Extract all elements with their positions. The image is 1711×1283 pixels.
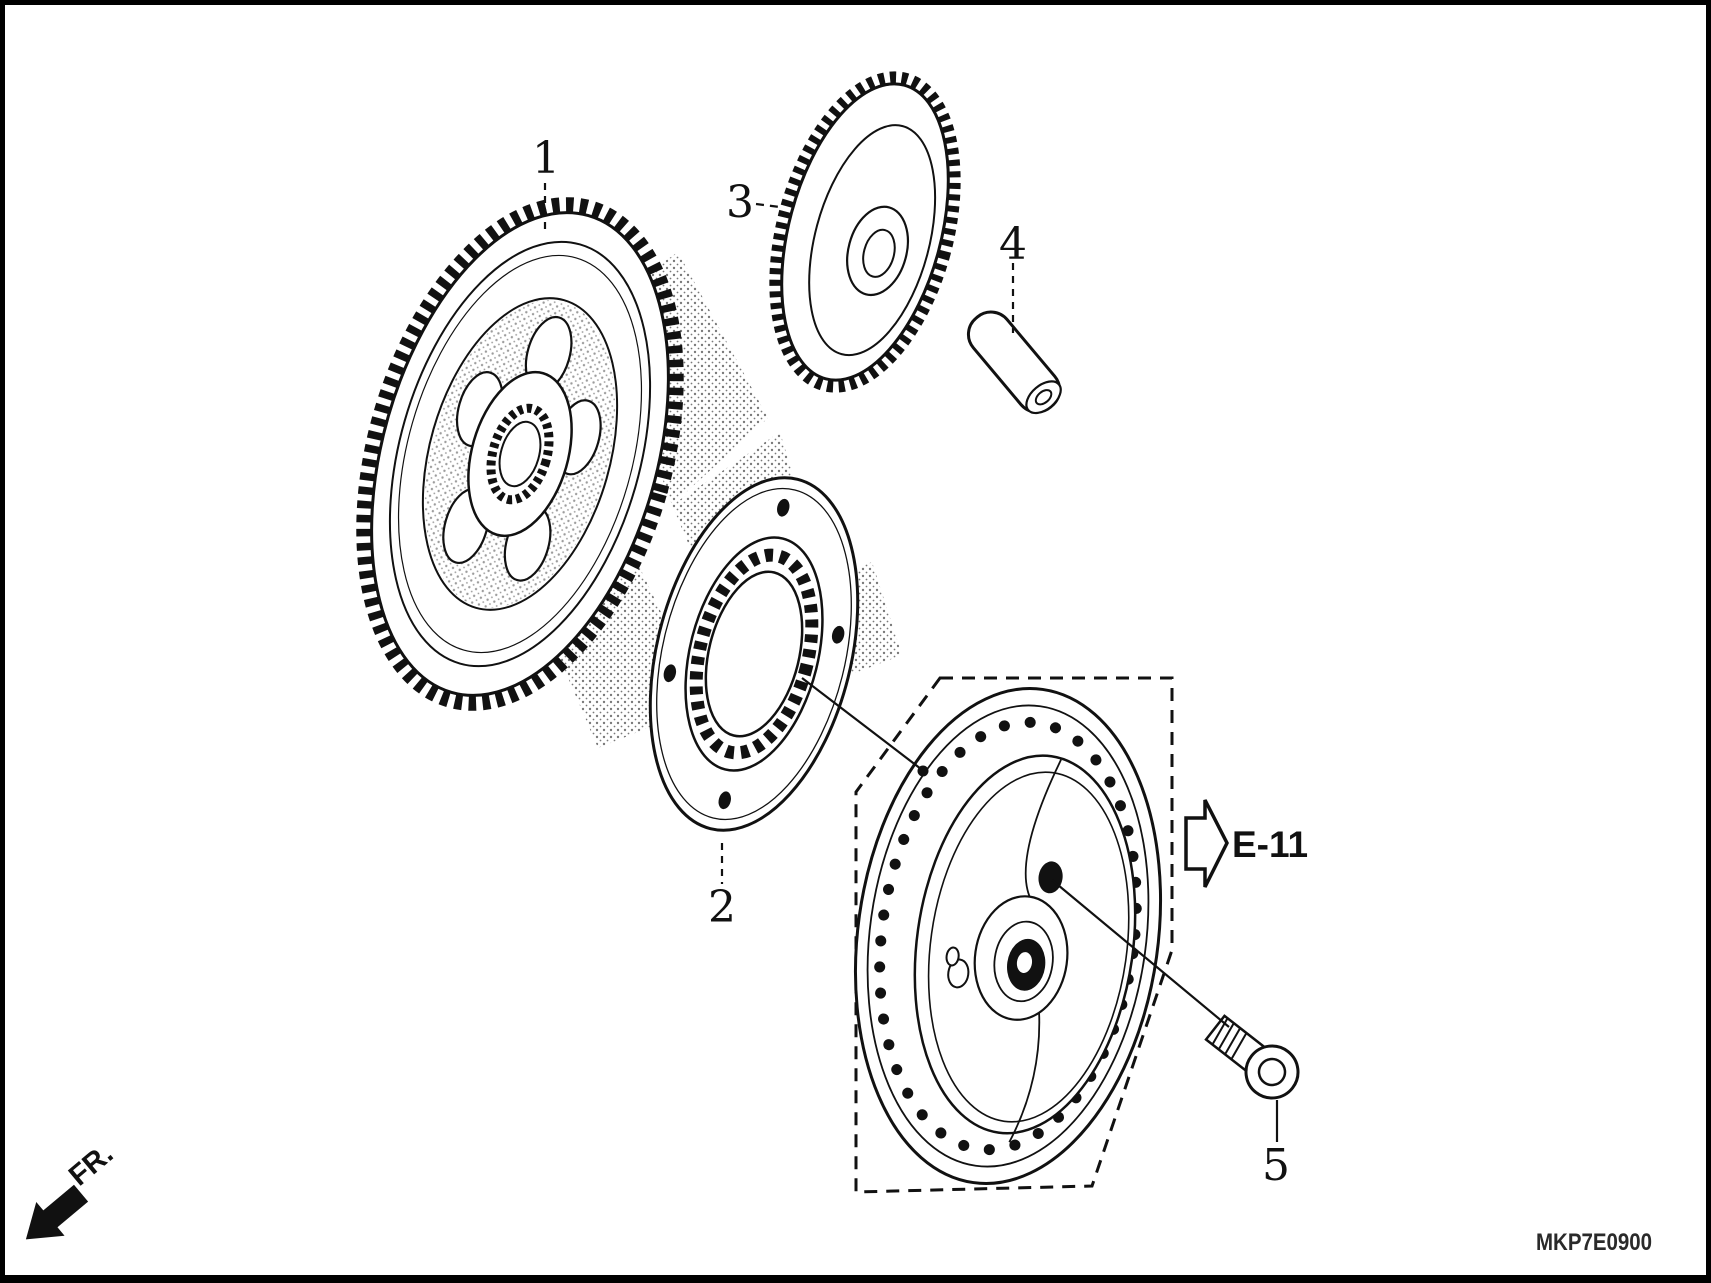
diagram-code: MKP7E0900	[1536, 1229, 1652, 1256]
one-way-clutch-part-2	[648, 476, 860, 832]
view-reference-label: E-11	[1232, 824, 1308, 865]
flywheel-reference-box	[854, 676, 1174, 1194]
driven-gear-part-1	[356, 197, 684, 711]
clutch-tabs	[663, 498, 845, 810]
leader-lines	[543, 183, 1279, 1142]
part-label-4: 4	[999, 219, 1027, 270]
flywheel-dowel-pin	[1038, 861, 1063, 894]
leader-part-3	[755, 202, 781, 209]
e11-view-arrow-icon	[1184, 799, 1229, 888]
leader-end-dot	[917, 765, 929, 777]
reduction-gear-part-3	[769, 71, 961, 393]
leader-bolt	[1051, 879, 1230, 1028]
part-label-3: 3	[726, 177, 754, 228]
fr-direction-label: FR.	[63, 1138, 119, 1193]
socket-bolt-part-5	[1204, 1014, 1300, 1100]
clutch-rollers	[689, 548, 819, 760]
bolt-threads	[1212, 1018, 1247, 1059]
collar-pin-part-4	[966, 310, 1062, 415]
part-label-5: 5	[1262, 1140, 1290, 1191]
fr-direction-arrow-icon	[25, 1184, 89, 1240]
gear1-spline-bore	[486, 403, 554, 505]
part-label-2: 2	[708, 882, 736, 933]
part-label-1: 1	[532, 133, 560, 184]
bolt-socket	[1257, 1057, 1287, 1087]
leader-clutch-to-flywheel	[801, 677, 922, 770]
flywheel-assembly	[853, 687, 1163, 1185]
gear3-teeth-ring	[769, 71, 961, 393]
